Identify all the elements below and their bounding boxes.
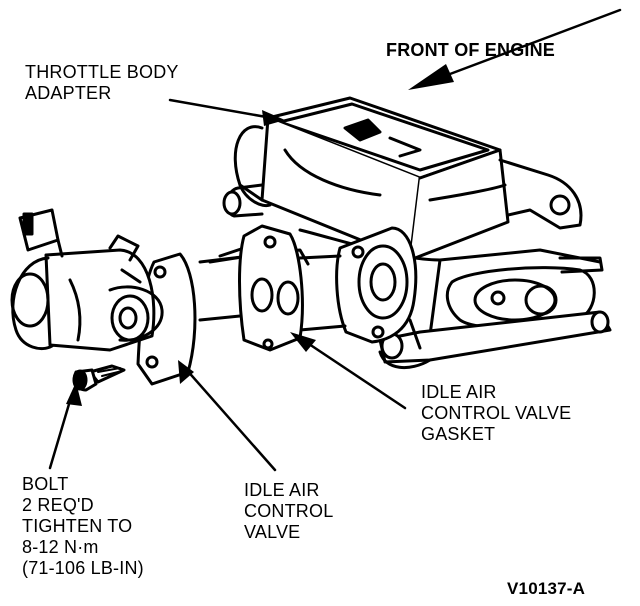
bolt-line-4: 8-12 N·m [22, 537, 99, 557]
iac-valve-line-3: VALVE [244, 522, 301, 542]
iac-valve-gasket-line-1: IDLE AIR [421, 382, 497, 402]
arrow-heads [66, 64, 454, 406]
bolt-line-2: 2 REQ'D [22, 495, 94, 515]
bolt-part [72, 364, 126, 392]
bolt-label: BOLT 2 REQ'D TIGHTEN TO 8-12 N·m (71-106… [22, 474, 144, 579]
throttle-body-adapter-label: THROTTLE BODY ADAPTER [25, 62, 179, 104]
iac-valve-gasket-label: IDLE AIR CONTROL VALVE GASKET [421, 382, 571, 445]
iac-valve-line-1: IDLE AIR [244, 480, 320, 500]
throttle-body-flange [198, 226, 418, 344]
front-of-engine-label: FRONT OF ENGINE [386, 40, 555, 60]
iac-valve-line-2: CONTROL [244, 501, 334, 521]
figure-id-label: V10137-A [507, 579, 586, 598]
throttle-body-adapter-part [222, 96, 583, 262]
bolt-line-5: (71-106 LB-IN) [22, 558, 144, 578]
iac-valve-label: IDLE AIR CONTROL VALVE [244, 480, 333, 543]
bolt-line-3: TIGHTEN TO [22, 516, 133, 536]
iac-valve-gasket-line-3: GASKET [421, 424, 496, 444]
iac-valve-part [10, 208, 197, 386]
iac-valve-gasket-line-2: CONTROL VALVE [421, 403, 572, 423]
iac-gasket-part [238, 224, 304, 352]
leader-lines [48, 8, 622, 472]
bolt-line-1: BOLT [22, 474, 69, 494]
throttle-body-adapter-line-2: ADAPTER [25, 83, 112, 103]
throttle-body-adapter-line-1: THROTTLE BODY [25, 62, 179, 82]
